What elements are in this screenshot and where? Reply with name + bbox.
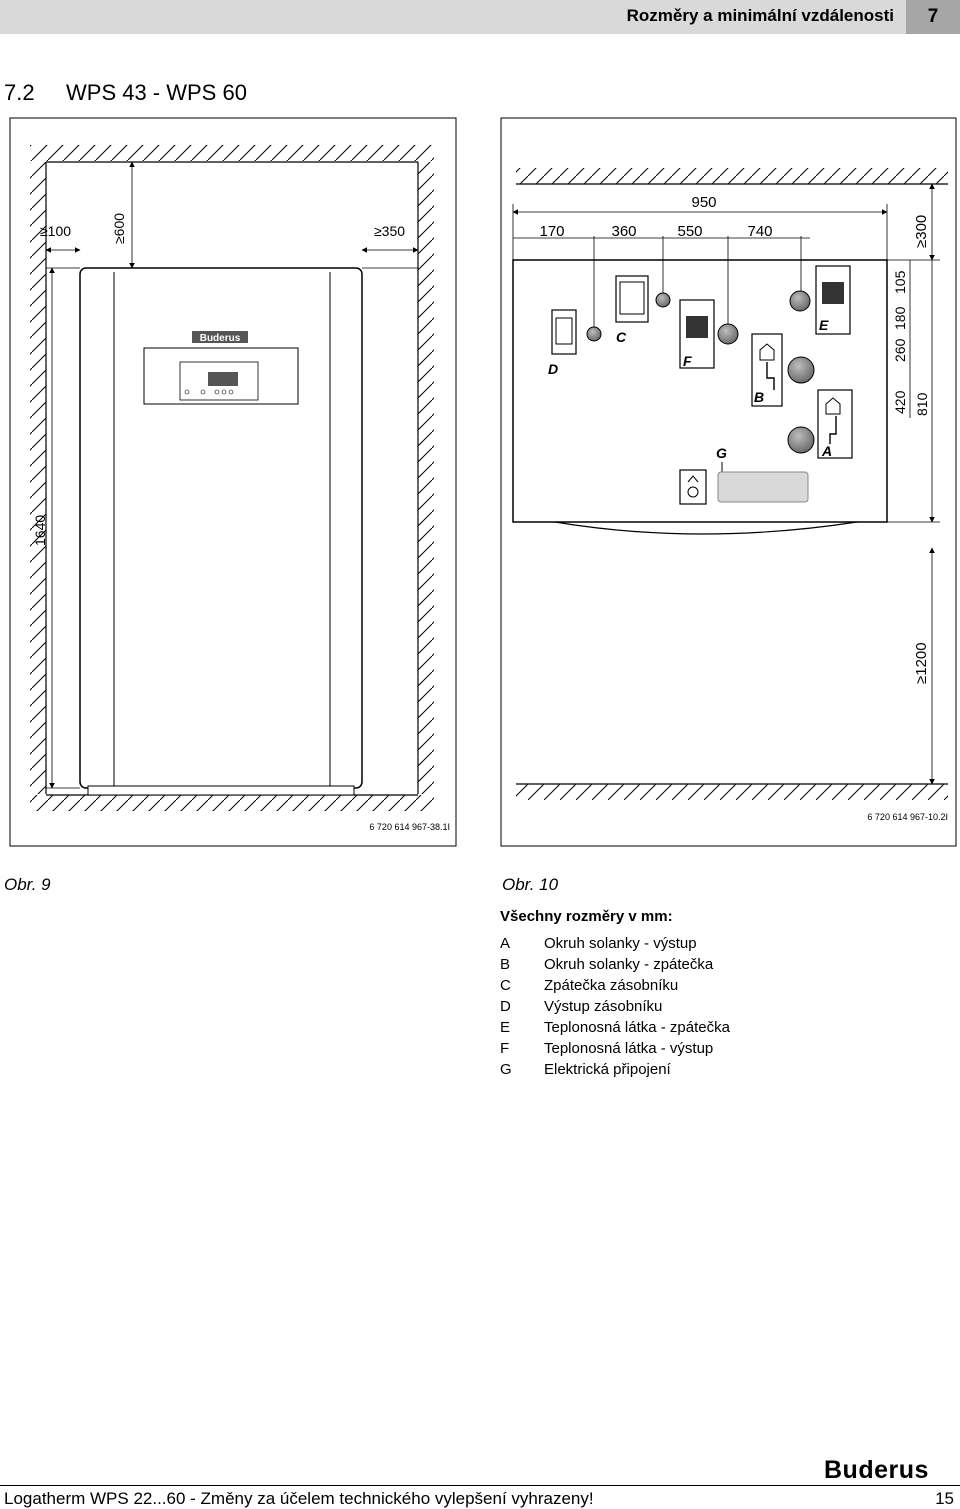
fig10-frame bbox=[500, 117, 957, 847]
legend-title: Všechny rozměry v mm: bbox=[500, 908, 673, 925]
fig10-label-G: G bbox=[716, 445, 727, 461]
fig10-dim-260: 260 bbox=[892, 338, 908, 362]
fig9-brand-badge bbox=[192, 331, 248, 343]
fig9-dim-left: ≥100 bbox=[40, 223, 71, 239]
fig9-display bbox=[208, 372, 238, 386]
fig10-label-C: C bbox=[616, 329, 627, 345]
legend-key: B bbox=[500, 956, 511, 973]
fig10-dim-180: 180 bbox=[892, 306, 908, 330]
fig10-dim-810: 810 bbox=[914, 392, 930, 416]
fig10-connection-A: A bbox=[817, 389, 853, 459]
legend-item: D Výstup zásobníku bbox=[500, 996, 730, 1017]
legend-item: E Teplonosná látka - zpátečka bbox=[500, 1017, 730, 1038]
fig10-connection-G: G bbox=[679, 445, 809, 505]
legend-key: E bbox=[500, 1019, 511, 1036]
fig10-connection-F: F bbox=[679, 299, 715, 369]
fig10-pipe-F bbox=[717, 323, 739, 345]
fig10-dim-740: 740 bbox=[747, 223, 772, 240]
fig10-connection-C: C bbox=[615, 275, 649, 345]
fig9-caption: Obr. 9 bbox=[4, 875, 51, 894]
footer-text: Logatherm WPS 22...60 - Změny za účelem … bbox=[4, 1489, 594, 1508]
fig10-connection-E: E bbox=[815, 265, 851, 335]
header-bar: Rozměry a minimální vzdálenosti 7 bbox=[0, 0, 960, 34]
legend-key: F bbox=[500, 1040, 510, 1057]
legend-item: A Okruh solanky - výstup bbox=[500, 933, 730, 954]
fig10-dim-170: 170 bbox=[539, 223, 564, 240]
fig9-left-wall bbox=[30, 162, 46, 794]
fig10-dim-width: 950 bbox=[691, 194, 716, 211]
legend-key: C bbox=[500, 977, 511, 994]
fig9-dim-height: 1640 bbox=[32, 515, 48, 546]
fig10-pipe-E bbox=[789, 290, 811, 312]
header-title: Rozměry a minimální vzdálenosti bbox=[626, 6, 894, 25]
fig10-connection-D: D bbox=[548, 309, 577, 377]
fig10-dim-420: 420 bbox=[892, 390, 908, 414]
fig10-label-B: B bbox=[754, 389, 764, 405]
chapter-number: 7 bbox=[906, 0, 960, 34]
fig10-dim-105: 105 bbox=[892, 270, 908, 294]
fig10-pipe-D bbox=[586, 326, 602, 342]
fig10-connection-B: B bbox=[751, 333, 783, 407]
legend-item: F Teplonosná látka - výstup bbox=[500, 1038, 730, 1059]
legend-text: Okruh solanky - výstup bbox=[544, 935, 697, 952]
footer-brand-logo: Buderus bbox=[824, 1456, 929, 1484]
fig9-frame bbox=[9, 117, 457, 847]
figure-10-drawing: D C F B E A G bbox=[500, 117, 957, 847]
legend-key: A bbox=[500, 935, 511, 952]
fig10-pipe-B bbox=[787, 356, 815, 384]
fig10-label-D: D bbox=[548, 361, 558, 377]
section-number: 7.2 bbox=[4, 80, 35, 105]
legend-item: B Okruh solanky - zpátečka bbox=[500, 954, 730, 975]
legend-text: Teplonosná látka - zpátečka bbox=[544, 1019, 730, 1036]
legend-text: Elektrická připojení bbox=[544, 1061, 671, 1078]
fig9-dim-top: ≥600 bbox=[111, 213, 127, 244]
fig9-ceiling-hatch bbox=[30, 145, 434, 161]
fig10-label-A: A bbox=[821, 443, 832, 459]
fig10-label-F: F bbox=[683, 353, 692, 369]
page-number: 15 bbox=[935, 1489, 954, 1508]
legend-key: G bbox=[500, 1061, 512, 1078]
fig10-dim-bottom: ≥1200 bbox=[913, 642, 930, 684]
section-title: WPS 43 - WPS 60 bbox=[66, 80, 247, 105]
fig10-pipe-C bbox=[655, 292, 671, 308]
fig9-brand-text: Buderus bbox=[200, 333, 241, 344]
legend: Všechny rozměry v mm: A Okruh solanky - v… bbox=[500, 908, 730, 1080]
legend-item: G Elektrická připojení bbox=[500, 1059, 730, 1080]
fig10-code: 6 720 614 967-10.2I bbox=[867, 812, 948, 822]
fig9-code: 6 720 614 967-38.1I bbox=[369, 822, 450, 832]
fig10-dim-550: 550 bbox=[677, 223, 702, 240]
fig10-dim-360: 360 bbox=[611, 223, 636, 240]
legend-item: C Zpátečka zásobníku bbox=[500, 975, 730, 996]
fig10-floor-hatch bbox=[516, 784, 948, 800]
fig10-pipe-A bbox=[787, 426, 815, 454]
fig10-label-E: E bbox=[819, 317, 829, 333]
legend-text: Výstup zásobníku bbox=[544, 998, 663, 1015]
fig9-heat-pump-front: Buderus bbox=[79, 267, 363, 796]
legend-text: Okruh solanky - zpátečka bbox=[544, 956, 714, 973]
legend-key: D bbox=[500, 998, 511, 1015]
fig10-dim-top: ≥300 bbox=[913, 215, 930, 248]
footer-rule bbox=[0, 1485, 960, 1486]
section-heading: 7.2 WPS 43 - WPS 60 bbox=[4, 80, 247, 106]
legend-text: Zpátečka zásobníku bbox=[544, 977, 679, 994]
fig10-caption: Obr. 10 bbox=[502, 875, 559, 894]
fig9-right-wall bbox=[418, 162, 434, 794]
fig9-dim-right: ≥350 bbox=[374, 223, 405, 239]
fig9-floor-hatch bbox=[30, 795, 434, 811]
legend-text: Teplonosná látka - výstup bbox=[544, 1040, 714, 1057]
fig10-ceiling-hatch bbox=[516, 168, 948, 184]
figure-9-drawing: Buderus ≥100 ≥600 ≥350 1640 6 720 614 96… bbox=[9, 117, 457, 847]
